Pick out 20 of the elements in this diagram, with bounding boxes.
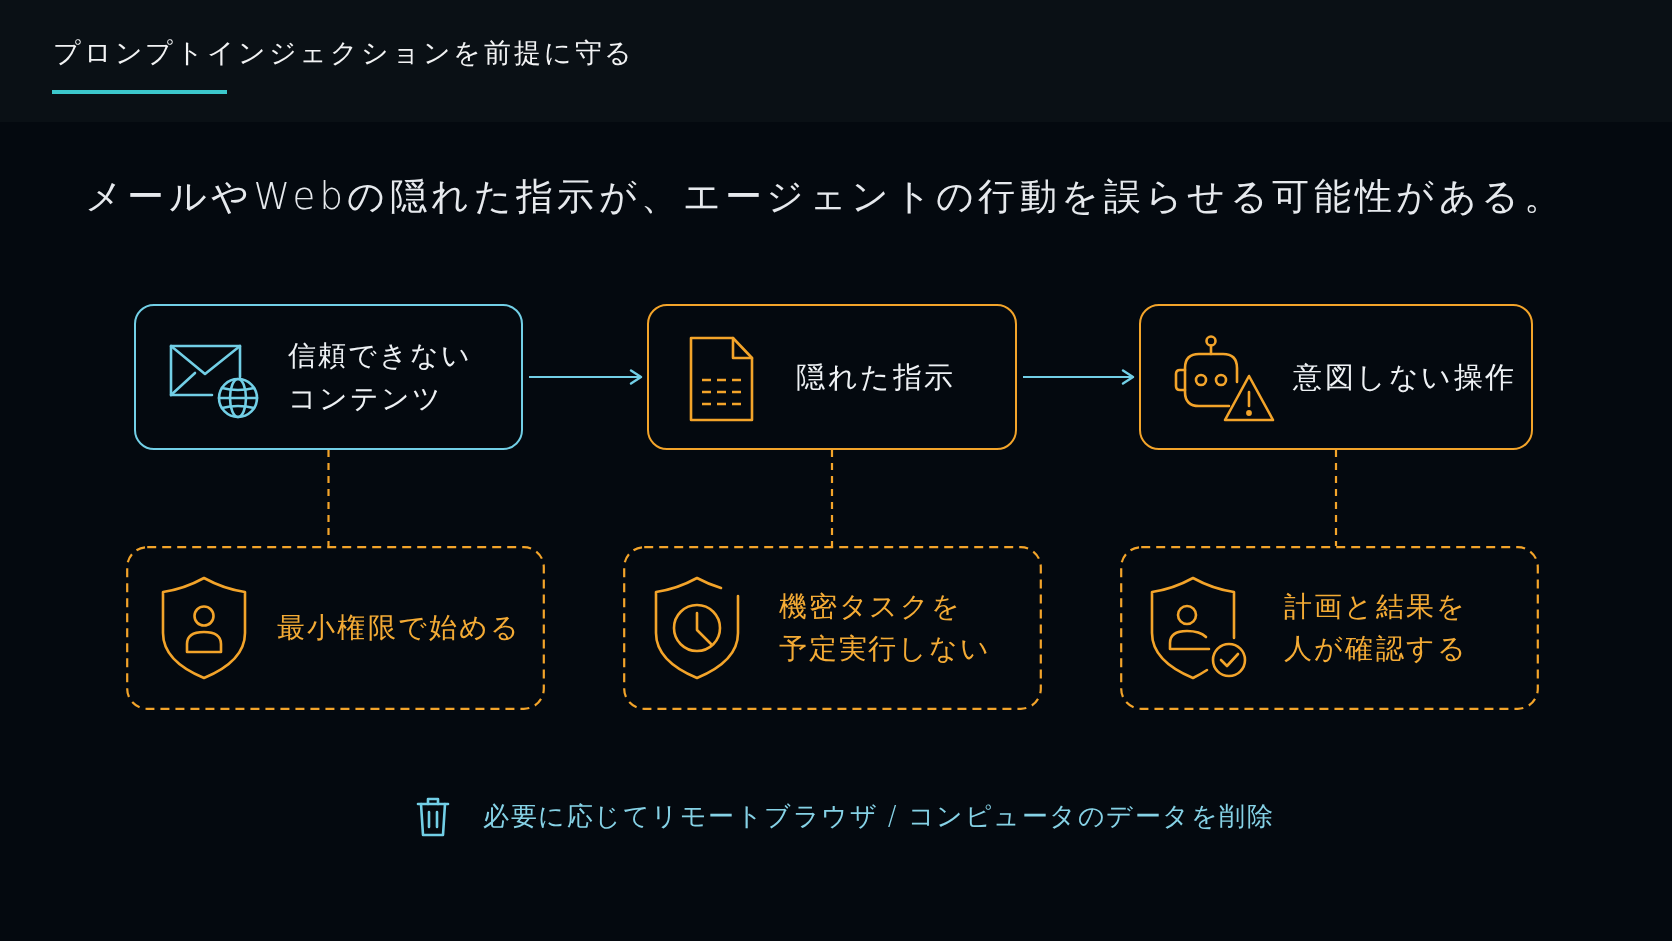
step-box xyxy=(647,304,1017,450)
footer-note: 必要に応じてリモートブラウザ / コンピュータのデータを削除 xyxy=(483,800,1275,833)
dashed-connector xyxy=(830,450,834,546)
safeguard-box xyxy=(126,546,545,710)
subtitle: メールやWebの隠れた指示が、エージェントの行動を誤らせる可能性がある。 xyxy=(85,174,1566,220)
arrow xyxy=(1023,369,1135,385)
safeguard-label: 計画と結果を人が確認する xyxy=(1284,589,1469,667)
dashed-connector xyxy=(327,450,330,546)
step-box xyxy=(1139,304,1533,450)
step-label: 信頼できないコンテンツ xyxy=(288,338,472,417)
safeguard-label: 機密タスクを予定実行しない xyxy=(779,589,991,667)
slide-title: プロンプトインジェクションを前提に守る xyxy=(53,36,636,70)
safeguard-box xyxy=(1120,546,1539,710)
step-label: 意図しない操作 xyxy=(1293,358,1517,396)
arrow xyxy=(529,369,643,385)
step-label: 隠れた指示 xyxy=(796,358,956,396)
safeguard-label: 最小権限で始める xyxy=(277,610,522,646)
source-box xyxy=(134,304,523,450)
dashed-connector xyxy=(1334,450,1338,546)
safeguard-box xyxy=(623,546,1042,710)
